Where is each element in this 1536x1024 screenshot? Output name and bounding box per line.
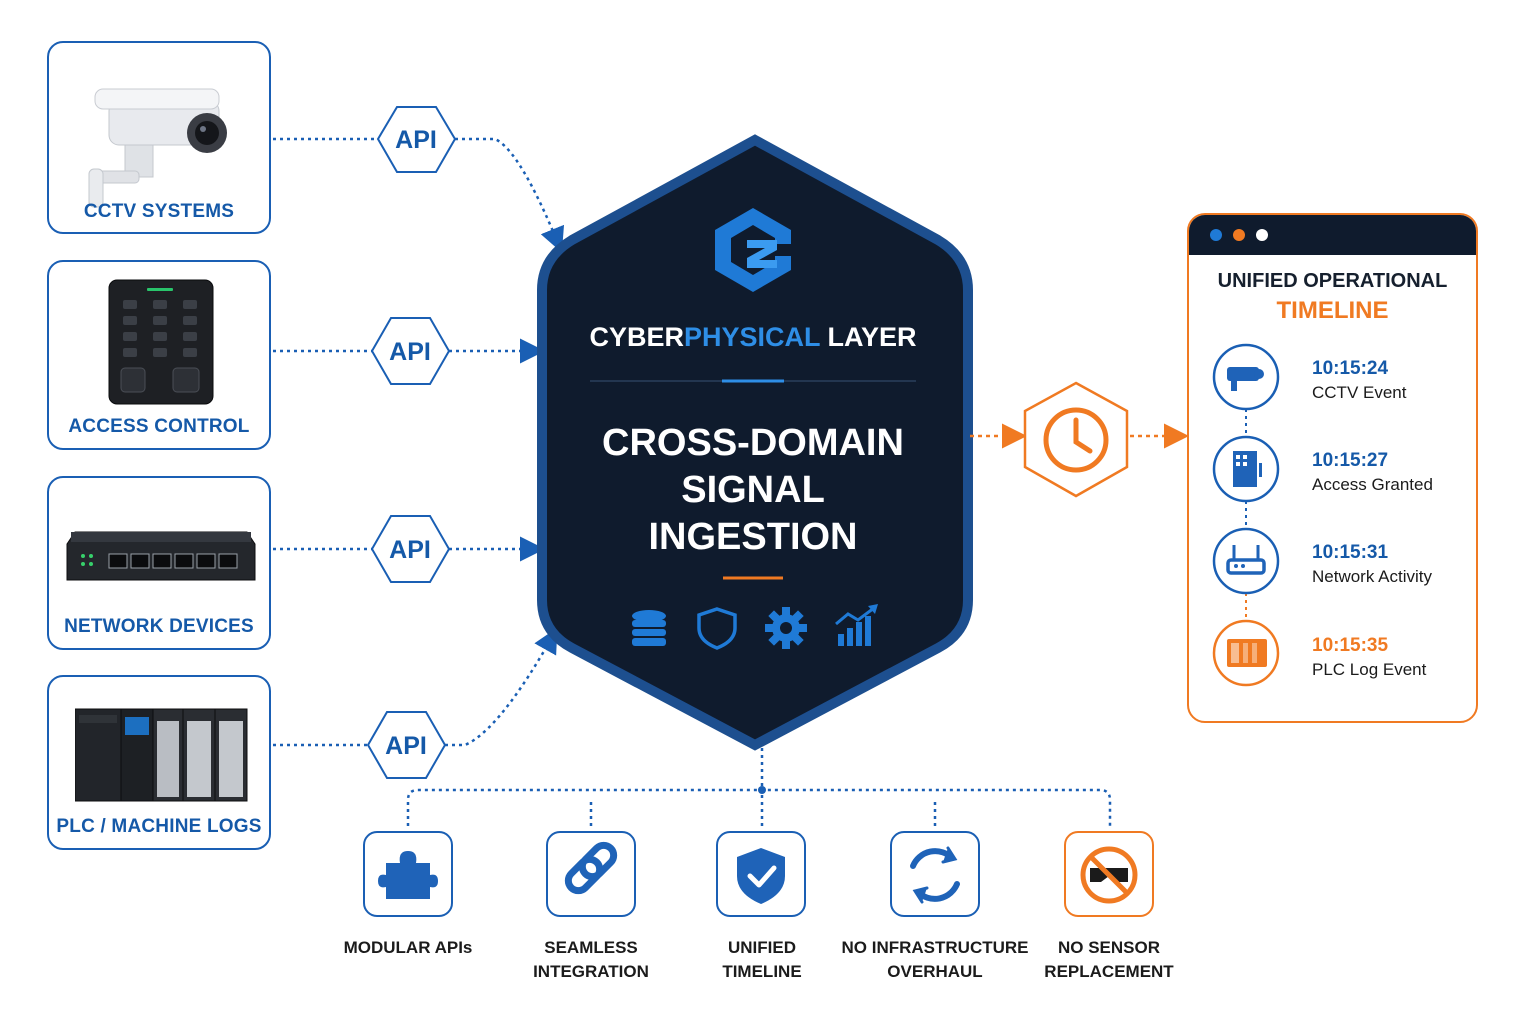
- plc-icon: [1212, 619, 1280, 687]
- benefit-label-line1: MODULAR APIs: [343, 938, 473, 957]
- core-title: CYBERPHYSICAL LAYER: [589, 322, 916, 352]
- plc-rack-icon: [75, 708, 248, 802]
- benefit-box-no-sensor-replacement: [1064, 831, 1154, 917]
- event-label: CCTV Event: [1312, 383, 1407, 402]
- benefit-label-line2: OVERHAUL: [887, 962, 983, 981]
- core-title-part2: PHYSICAL: [684, 322, 820, 352]
- window-dot-orange: [1233, 229, 1245, 241]
- event-label: Access Granted: [1312, 475, 1433, 494]
- benefit-label-line1: NO SENSOR: [1057, 938, 1161, 957]
- benefit-label: UNIFIED TIMELINE: [662, 936, 862, 984]
- core-heading-line2: SIGNAL: [681, 469, 825, 511]
- event-label: Network Activity: [1312, 567, 1432, 586]
- database-icon: [632, 610, 666, 646]
- window-dot-white: [1256, 229, 1268, 241]
- core-heading-line1: CROSS-DOMAIN: [602, 422, 904, 464]
- api-label: API: [389, 338, 431, 366]
- cctv-camera-icon: [1212, 343, 1280, 411]
- window-dot-blue: [1210, 229, 1222, 241]
- gear-icon: [765, 607, 807, 649]
- event-time: 10:15:24: [1312, 358, 1389, 379]
- core-title-part3: LAYER: [820, 322, 917, 352]
- source-card-network: NETWORK DEVICES: [47, 476, 271, 650]
- keypad-reader-icon: [108, 279, 214, 405]
- benefit-label: NO SENSOR REPLACEMENT: [1009, 936, 1209, 984]
- api-badge-network: API: [370, 515, 451, 583]
- benefit-box-unified-timeline: [716, 831, 806, 917]
- window-title-bar: [1189, 215, 1476, 255]
- cctv-camera-icon: [88, 88, 227, 208]
- benefit-label: SEAMLESS INTEGRATION: [491, 936, 691, 984]
- api-label: API: [389, 536, 431, 564]
- event-label: PLC Log Event: [1312, 660, 1427, 679]
- benefit-label-line2: INTEGRATION: [533, 962, 649, 981]
- benefit-label-line1: SEAMLESS: [544, 938, 638, 957]
- source-label: CCTV SYSTEMS: [83, 201, 235, 222]
- shield-icon: [697, 607, 737, 650]
- event-time: 10:15:31: [1312, 542, 1389, 563]
- benefit-label-line2: TIMELINE: [722, 962, 802, 981]
- timeline-track: [1212, 343, 1280, 687]
- source-connectors: [273, 137, 560, 747]
- timeline-title-line2: TIMELINE: [1276, 297, 1389, 324]
- benefit-box-no-overhaul: [890, 831, 980, 917]
- event-time: 10:15:35: [1312, 635, 1389, 656]
- benefit-label-line2: REPLACEMENT: [1044, 962, 1174, 981]
- core-title-part1: CYBER: [589, 322, 684, 352]
- benefit-label-line1: NO INFRASTRUCTURE: [841, 938, 1029, 957]
- connector-cctv: [273, 137, 560, 248]
- benefit-box-modular-apis: [363, 831, 453, 917]
- clock-badge: [1023, 381, 1129, 498]
- router-icon: [1212, 527, 1280, 595]
- source-label: NETWORK DEVICES: [64, 616, 254, 637]
- api-badges: API API API API: [366, 106, 457, 779]
- source-card-access: ACCESS CONTROL: [47, 260, 271, 450]
- source-label: PLC / MACHINE LOGS: [56, 816, 262, 837]
- api-label: API: [385, 732, 427, 760]
- clock-icon: [1043, 407, 1109, 473]
- network-switch-icon: [66, 531, 256, 581]
- cyberphysical-logo: [715, 208, 791, 292]
- benefit-label: NO INFRASTRUCTURE OVERHAUL: [835, 936, 1035, 984]
- event-time: 10:15:27: [1312, 450, 1389, 471]
- api-label: API: [395, 126, 437, 154]
- api-badge-plc: API: [366, 711, 447, 779]
- benefit-box-seamless-integration: [546, 831, 636, 917]
- source-card-cctv: CCTV SYSTEMS: [47, 41, 271, 234]
- connector-plc: [273, 632, 555, 747]
- timeline-title-line1: UNIFIED OPERATIONAL: [1217, 270, 1448, 292]
- api-badge-access: API: [370, 317, 451, 385]
- timeline-panel: UNIFIED OPERATIONAL TIMELINE: [1187, 213, 1478, 723]
- analytics-chart-icon: [835, 604, 878, 646]
- api-badge-cctv: API: [376, 106, 457, 173]
- door-icon: [1212, 435, 1280, 503]
- benefit-label: MODULAR APIs: [308, 936, 508, 960]
- core-hexagon: CYBERPHYSICAL LAYER CROSS-DOMAIN SIGNAL …: [537, 134, 973, 751]
- core-heading-line3: INGESTION: [648, 516, 857, 558]
- source-card-plc: PLC / MACHINE LOGS: [47, 675, 271, 850]
- benefit-connectors: [406, 748, 1112, 826]
- benefit-label-line1: UNIFIED: [728, 938, 796, 957]
- source-label: ACCESS CONTROL: [68, 416, 250, 437]
